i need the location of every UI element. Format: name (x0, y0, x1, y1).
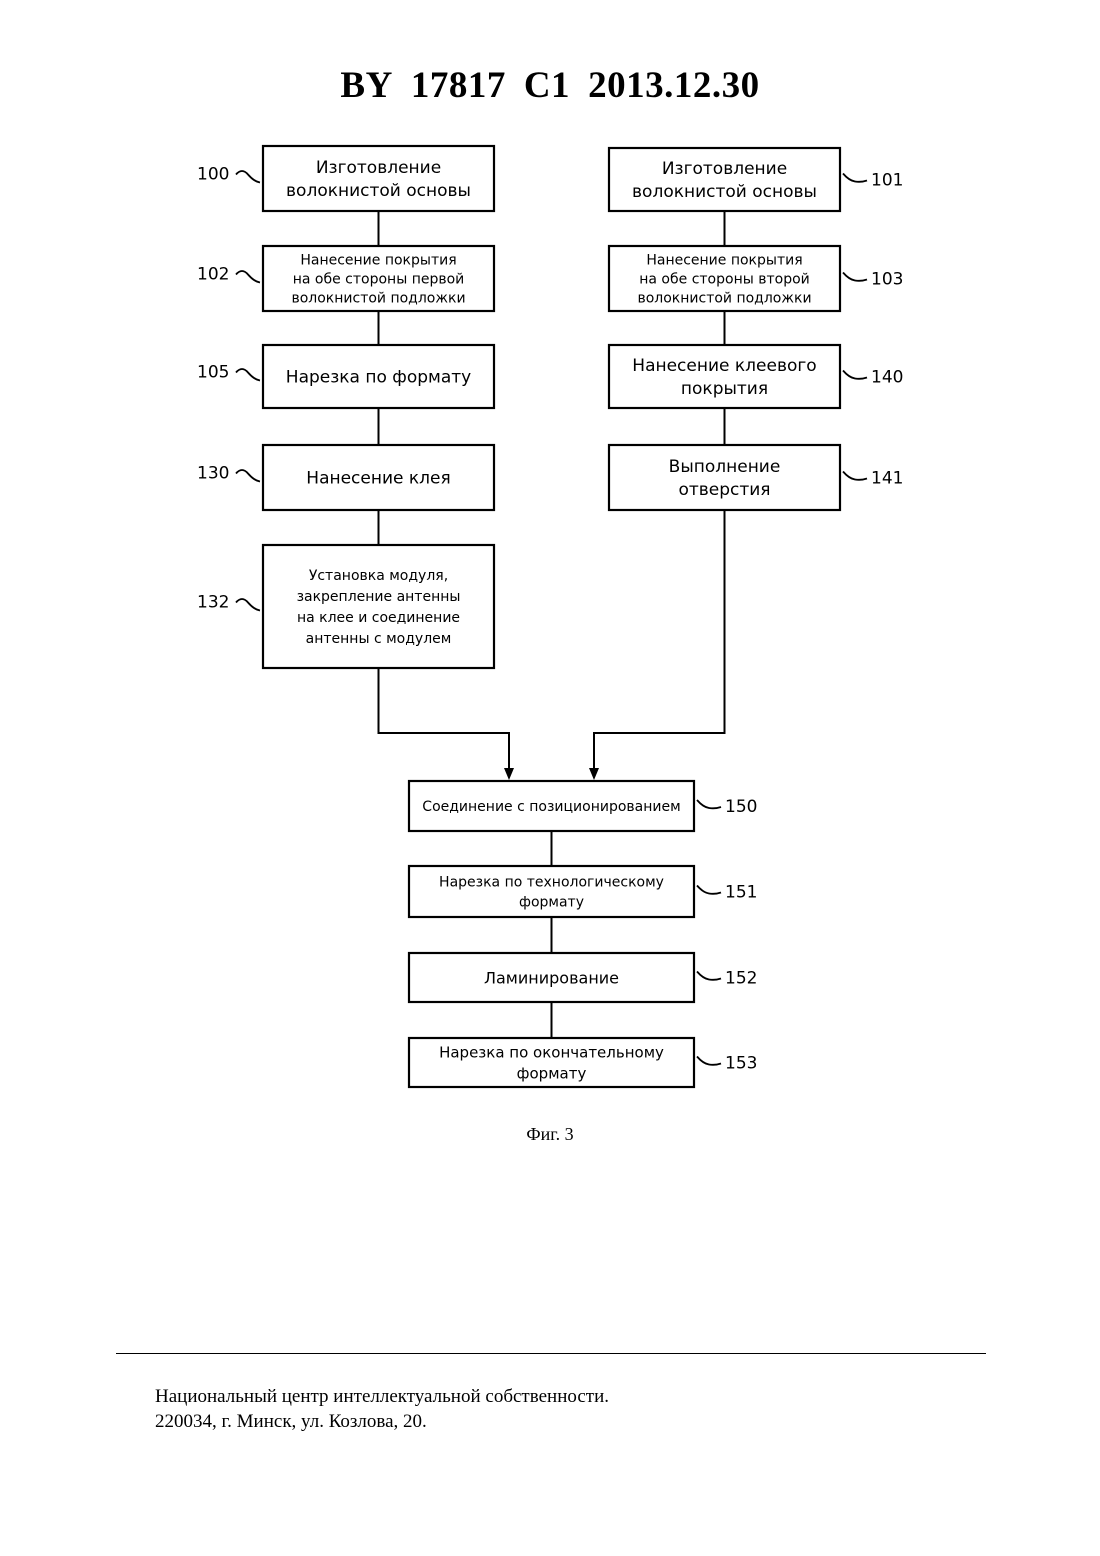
ref-label-152: 152 (697, 969, 757, 989)
step-box-frame (609, 445, 840, 510)
footer: Национальный центр интеллектуальной собс… (155, 1384, 609, 1434)
step-text-line: на обе стороны второй (639, 272, 810, 288)
ref-label-130: 130 (197, 464, 260, 484)
step-text-line: покрытия (681, 379, 768, 399)
leader-squiggle (843, 371, 867, 379)
step-box-140: Нанесение клеевого покрытия (609, 345, 840, 408)
step-text-line: Ламинирование (484, 968, 619, 987)
step-text-line: антенны с модулем (306, 631, 452, 647)
footer-organization: Национальный центр интеллектуальной собс… (155, 1384, 609, 1409)
leader-squiggle (236, 271, 260, 283)
step-box-100: Изготовление волокнистой основы (263, 146, 494, 211)
leader-squiggle (236, 470, 260, 482)
step-box-102: Нанесение покрытия на обе стороны первой в… (263, 246, 494, 311)
ref-number: 100 (197, 165, 229, 185)
leader-squiggle (236, 369, 260, 381)
ref-number: 140 (871, 368, 903, 388)
ref-label-132: 132 (197, 593, 260, 613)
leader-squiggle (697, 1057, 721, 1065)
step-text-line: Нарезка по окончательному (439, 1043, 664, 1061)
ref-number: 152 (725, 969, 757, 989)
connector-141-150 (594, 510, 725, 771)
step-text-line: отверстия (678, 480, 770, 500)
footer-address: 220034, г. Минск, ул. Козлова, 20. (155, 1409, 609, 1434)
ref-number: 130 (197, 464, 229, 484)
step-box-105: Нарезка по формату (263, 345, 494, 408)
step-box-152: Ламинирование (409, 953, 694, 1002)
ref-number: 101 (871, 171, 903, 191)
ref-number: 153 (725, 1054, 757, 1074)
step-text-line: формату (517, 1064, 587, 1082)
ref-label-140: 140 (843, 368, 903, 388)
step-text-line: волокнистой основы (632, 182, 817, 202)
step-box-frame (263, 146, 494, 211)
ref-label-141: 141 (843, 469, 903, 489)
step-text-line: на обе стороны первой (293, 272, 465, 288)
step-box-151: Нарезка по технологическому формату (409, 866, 694, 917)
leader-squiggle (697, 800, 721, 808)
ref-label-100: 100 (197, 165, 260, 185)
leader-squiggle (236, 171, 260, 183)
step-text-line: Нанесение покрытия (646, 253, 802, 269)
step-box-153: Нарезка по окончательному формату (409, 1038, 694, 1087)
step-box-130: Нанесение клея (263, 445, 494, 510)
step-text-line: Нанесение клеевого (632, 356, 816, 376)
step-text-line: волокнистой подложки (291, 291, 465, 307)
step-text-line: Изготовление (662, 159, 787, 179)
leader-squiggle (843, 472, 867, 480)
step-text-line: Выполнение (669, 457, 781, 477)
step-text-line: Нанесение покрытия (300, 253, 456, 269)
arrowhead (589, 768, 599, 780)
step-text-line: волокнистой основы (286, 181, 471, 201)
step-text-line: волокнистой подложки (637, 291, 811, 307)
leader-squiggle (697, 972, 721, 980)
step-box-101: Изготовление волокнистой основы (609, 148, 840, 211)
ref-number: 141 (871, 469, 903, 489)
arrowhead (504, 768, 514, 780)
leader-squiggle (843, 273, 867, 281)
footer-divider (116, 1353, 986, 1354)
step-box-frame (263, 545, 494, 668)
leader-squiggle (236, 599, 260, 611)
ref-label-150: 150 (697, 797, 757, 817)
ref-number: 102 (197, 265, 229, 285)
connector-132-150 (379, 668, 510, 771)
step-text-line: Установка модуля, (309, 568, 448, 584)
leader-squiggle (697, 886, 721, 894)
step-text-line: Изготовление (316, 158, 441, 178)
leader-squiggle (843, 174, 867, 182)
ref-number: 150 (725, 797, 757, 817)
step-box-103: Нанесение покрытия на обе стороны второй в… (609, 246, 840, 311)
ref-label-103: 103 (843, 270, 903, 290)
ref-label-105: 105 (197, 363, 260, 383)
ref-label-153: 153 (697, 1054, 757, 1074)
step-text-line: Нанесение клея (306, 469, 450, 489)
step-text-line: Нарезка по технологическому (439, 875, 664, 891)
step-box-150: Соединение с позиционированием (409, 781, 694, 831)
step-text-line: Нарезка по формату (286, 368, 471, 388)
step-text-line: формату (519, 895, 584, 911)
step-text-line: Соединение с позиционированием (422, 799, 680, 815)
step-box-141: Выполнение отверстия (609, 445, 840, 510)
ref-label-101: 101 (843, 171, 903, 191)
ref-label-102: 102 (197, 265, 260, 285)
step-text-line: на клее и соединение (297, 610, 460, 626)
ref-number: 151 (725, 883, 757, 903)
ref-number: 105 (197, 363, 229, 383)
ref-number: 132 (197, 593, 229, 613)
step-text-line: закрепление антенны (297, 589, 461, 605)
ref-number: 103 (871, 270, 903, 290)
figure-caption: Фиг. 3 (0, 1124, 1100, 1145)
step-box-132: Установка модуля, закрепление антенны на к… (263, 545, 494, 668)
ref-label-151: 151 (697, 883, 757, 903)
